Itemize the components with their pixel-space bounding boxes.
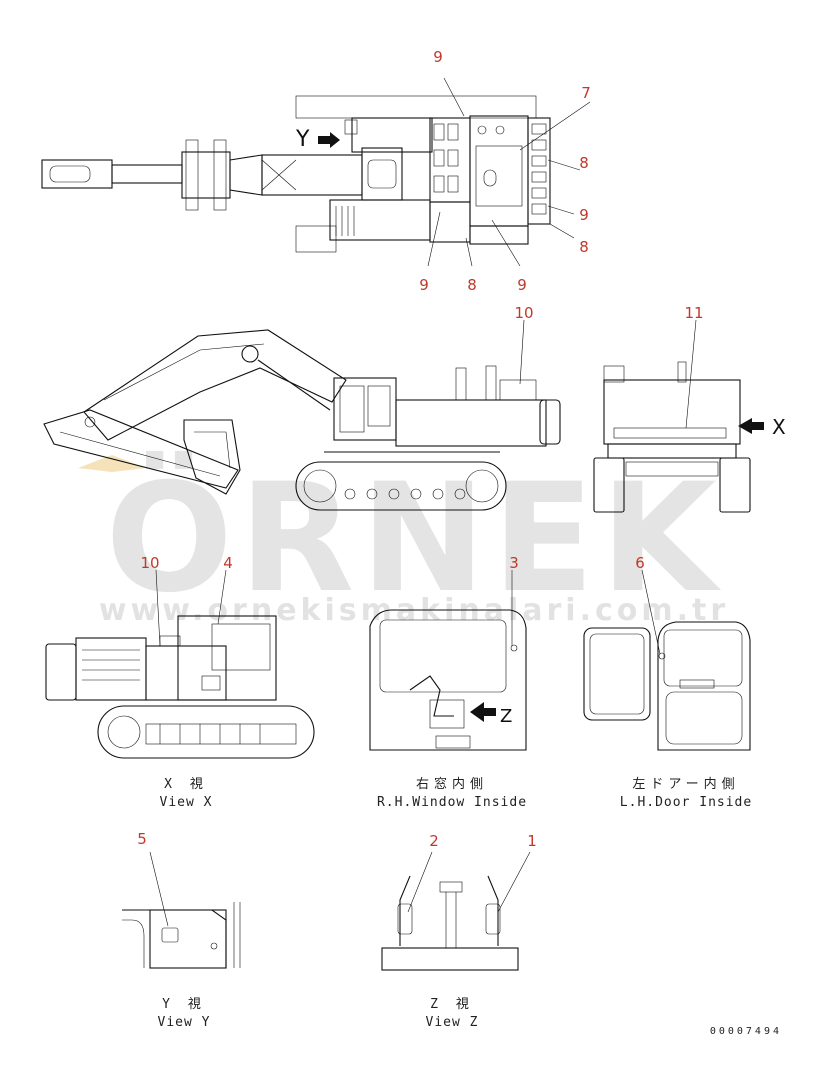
caption-lh-door-jp: 左ドアー内側 xyxy=(632,776,739,792)
callout-11: 11 xyxy=(684,304,703,322)
watermark: ÖRNEK www.ornekismakinalari.com.tr xyxy=(78,450,725,628)
rh-window-drawing: Z xyxy=(369,570,527,751)
callout-9-bottom-left: 9 xyxy=(419,276,429,294)
callout-10-view-x: 10 xyxy=(140,554,159,572)
caption-rh-window-en: R.H.Window Inside xyxy=(377,795,527,810)
callout-9-bottom-right: 9 xyxy=(517,276,527,294)
view-captions: X 視 View X 右窓内側 R.H.Window Inside 左ドアー内側… xyxy=(158,776,752,1030)
caption-view-z-en: View Z xyxy=(426,1015,479,1030)
caption-view-z-jp: Z 視 xyxy=(430,997,474,1012)
callout-9-right: 9 xyxy=(579,206,589,224)
callout-7: 7 xyxy=(581,84,591,102)
callout-10-side: 10 xyxy=(514,304,533,322)
drawing-number: 00007494 xyxy=(710,1026,782,1037)
watermark-logo: ÖRNEK xyxy=(105,450,722,626)
caption-view-x-en: View X xyxy=(160,795,213,810)
callout-1: 1 xyxy=(527,832,537,850)
view-z-drawing xyxy=(381,851,531,971)
callout-8-a: 8 xyxy=(579,154,589,172)
lh-door-drawing xyxy=(583,569,751,751)
callout-6: 6 xyxy=(635,554,645,572)
view-y-drawing xyxy=(122,851,241,969)
caption-view-y-jp: Y 視 xyxy=(162,997,206,1012)
callout-2: 2 xyxy=(429,832,439,850)
view-y-marker: Y xyxy=(295,127,310,152)
caption-rh-window-jp: 右窓内側 xyxy=(416,776,488,792)
caption-view-y-en: View Y xyxy=(158,1015,211,1030)
caption-view-x-jp: X 視 xyxy=(164,777,208,792)
callout-numbers: 9 7 8 9 8 9 8 9 10 11 10 4 3 6 5 2 1 xyxy=(137,48,703,850)
view-x-marker: X xyxy=(772,415,786,439)
callout-8-b: 8 xyxy=(579,238,589,256)
side-view-drawing xyxy=(43,319,561,511)
callout-3: 3 xyxy=(509,554,519,572)
view-z-marker: Z xyxy=(500,706,512,727)
view-x-drawing xyxy=(45,569,315,759)
callout-8-bottom-mid: 8 xyxy=(467,276,477,294)
watermark-logo-accent xyxy=(78,455,146,472)
callout-4: 4 xyxy=(223,554,233,572)
callout-5: 5 xyxy=(137,830,147,848)
rear-view-drawing: X xyxy=(593,319,786,513)
caption-lh-door-en: L.H.Door Inside xyxy=(620,795,752,810)
callout-9-top: 9 xyxy=(433,48,443,66)
top-view-drawing: Y xyxy=(41,77,591,267)
